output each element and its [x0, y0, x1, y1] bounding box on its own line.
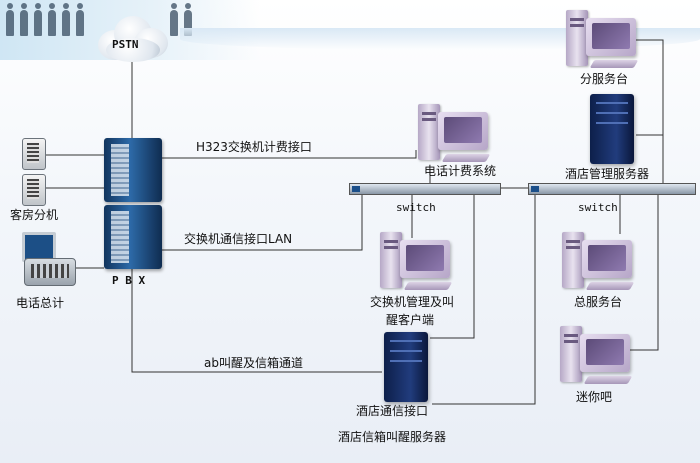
hotel-server-icon — [590, 94, 634, 164]
crowd-figure — [184, 3, 192, 36]
billing-label: 电话计费系统 — [424, 164, 497, 178]
pbx-client-label-line1: 交换机管理及叫 — [370, 295, 455, 309]
guest-phone-icon — [22, 174, 46, 206]
crowd-figure — [76, 3, 84, 36]
crowd-figure — [6, 3, 14, 36]
h323-link-label: H323交换机计费接口 — [196, 140, 312, 154]
hotel-comm-label: 酒店通信接口 — [356, 404, 429, 418]
branch-desk-label: 分服务台 — [580, 72, 629, 86]
left-switch-icon — [349, 183, 501, 195]
operator-label: 电话总计 — [16, 296, 65, 310]
main-desk-computer-icon — [562, 232, 636, 294]
hotel-comm-server-icon — [384, 332, 428, 402]
pbx-client-computer-icon — [380, 232, 454, 294]
link-lan — [162, 188, 363, 251]
minibar-computer-icon — [560, 326, 634, 388]
link-ab — [131, 268, 382, 373]
crowd-figure — [34, 3, 42, 36]
lan-link-label: 交换机通信接口LAN — [184, 232, 293, 246]
pbx-client-label-line2: 醒客户端 — [386, 313, 435, 327]
crowd-figure — [48, 3, 56, 36]
voicemail-server-label: 酒店信箱叫醒服务器 — [338, 430, 447, 444]
link-h323 — [162, 150, 417, 159]
guest-extension-label: 客房分机 — [10, 208, 59, 222]
minibar-label: 迷你吧 — [576, 390, 613, 404]
crowd-figure — [20, 3, 28, 36]
link-voicemail — [432, 186, 536, 405]
pstn-label: PSTN — [112, 38, 139, 51]
hotel-server-label: 酒店管理服务器 — [565, 167, 650, 181]
pbx-label: P B X — [112, 274, 146, 287]
crowd-figure — [62, 3, 70, 36]
billing-computer-icon — [418, 104, 492, 166]
guest-phone-icon — [22, 138, 46, 170]
main-desk-label: 总服务台 — [574, 295, 623, 309]
link-hotelcomm-switch — [430, 192, 475, 339]
pbx-cabinet-icon — [104, 138, 162, 202]
operator-console-icon — [22, 232, 56, 262]
branch-desk-computer-icon — [566, 10, 640, 72]
pstn-cloud-icon — [94, 12, 170, 66]
ab-channel-label: ab叫醒及信箱通道 — [204, 356, 303, 370]
crowd-figure — [170, 3, 178, 36]
left-switch-label: switch — [396, 201, 436, 214]
right-switch-label: switch — [578, 201, 618, 214]
right-switch-icon — [528, 183, 696, 195]
operator-phone-icon — [24, 258, 76, 286]
pbx-cabinet-icon — [104, 205, 162, 269]
